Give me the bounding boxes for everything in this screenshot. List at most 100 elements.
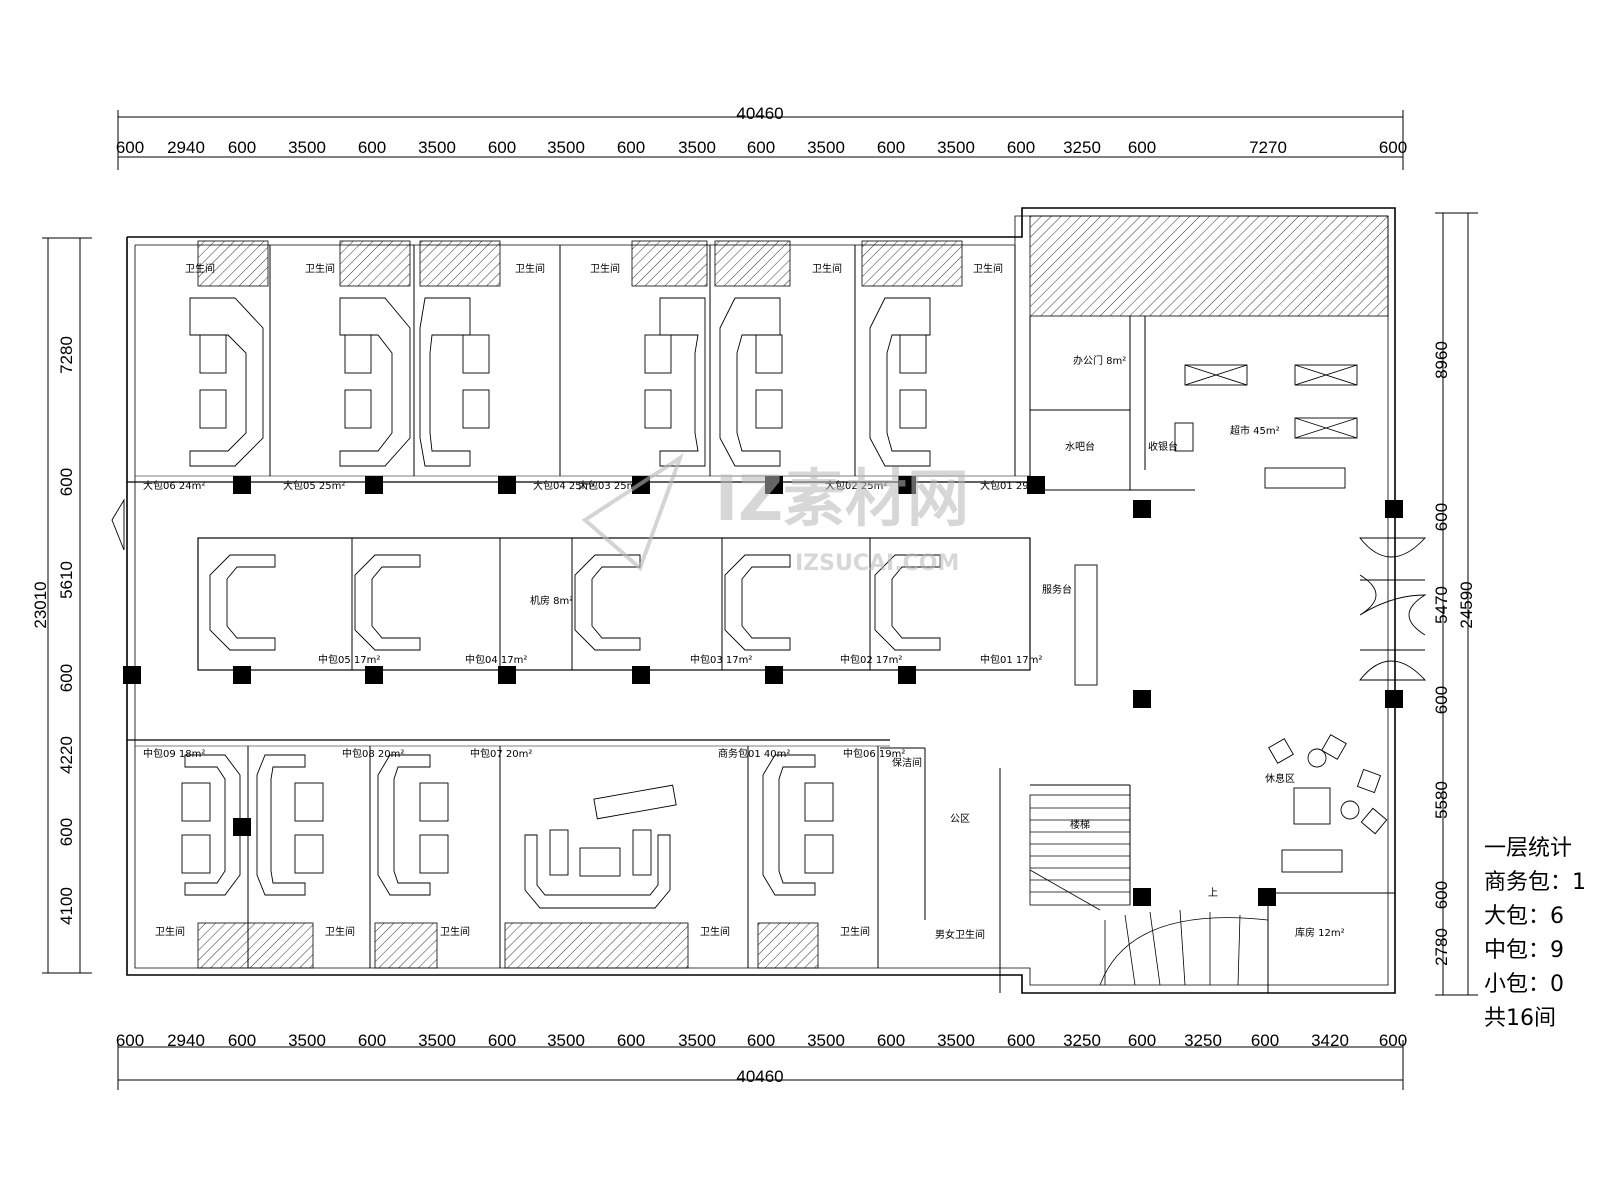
- room-label: 大包02 25m²: [825, 479, 887, 492]
- left-dim: 4100: [57, 887, 76, 925]
- top-dim: 600: [1379, 138, 1407, 157]
- bottom-dim: 3500: [418, 1031, 456, 1050]
- room-label: 大包01 29m²: [980, 479, 1042, 492]
- bottom-dim: 3500: [807, 1031, 845, 1050]
- room-label: 大包05 25m²: [283, 479, 345, 492]
- top-dim: 600: [877, 138, 905, 157]
- watermark-brand: IZ素材网: [715, 462, 969, 535]
- top-dim: 600: [617, 138, 645, 157]
- top-total-dim: 40460: [736, 104, 783, 123]
- storage-label: 库房 12m²: [1295, 926, 1345, 939]
- bottom-dim: 600: [877, 1031, 905, 1050]
- room-label: 中包05 17m²: [318, 653, 380, 666]
- right-dim: 600: [1432, 881, 1451, 909]
- left-dimensions: 23010 7280 600 5610 600 4220 600 4100: [31, 336, 76, 925]
- bottom-dim: 2940: [167, 1031, 205, 1050]
- room-label: 中包09 18m²: [143, 747, 205, 760]
- bottom-dimensions: 40460 600 2940 600 3500 600 3500 600 350…: [116, 1031, 1407, 1086]
- room-partitions: [247, 245, 1395, 993]
- right-dim: 5580: [1432, 781, 1451, 819]
- bottom-dim: 600: [747, 1031, 775, 1050]
- bottom-dim: 600: [488, 1031, 516, 1050]
- top-dim: 3500: [418, 138, 456, 157]
- water-bar-label: 水吧台: [1065, 440, 1095, 453]
- room-label: 中包06 19m²: [843, 747, 905, 760]
- building-walls: [126, 207, 1396, 994]
- cashier-label: 收银台: [1148, 440, 1178, 453]
- wc-label: 卫生间: [812, 262, 842, 275]
- room-label: 商务包01 40m²: [718, 747, 790, 760]
- bottom-dim: 3500: [547, 1031, 585, 1050]
- right-dim: 600: [1432, 686, 1451, 714]
- room-labels: 大包06 24m² 大包05 25m² 大包04 25m² 大包03 25m² …: [143, 262, 1345, 941]
- tables-chairs: [181, 334, 927, 877]
- public-label: 公区: [950, 813, 970, 825]
- top-dim: 7270: [1249, 138, 1287, 157]
- right-dim: 8960: [1432, 341, 1451, 379]
- room-label: 中包03 17m²: [690, 653, 752, 666]
- sofa-furniture: [184, 297, 941, 909]
- stats-business: 商务包：1: [1484, 870, 1586, 895]
- watermark: IZ素材网 IZSUCAI.COM: [581, 453, 969, 576]
- wc-label: 卫生间: [973, 262, 1003, 275]
- bottom-dim: 600: [1379, 1031, 1407, 1050]
- right-dimensions: 24590 8960 600 5470 600 5580 600 2780: [1432, 341, 1476, 966]
- bottom-dim: 3250: [1184, 1031, 1222, 1050]
- bottom-dim: 600: [358, 1031, 386, 1050]
- top-dim: 600: [747, 138, 775, 157]
- left-dim: 4220: [57, 736, 76, 774]
- room-label: 中包04 17m²: [465, 653, 527, 666]
- wc-label: 卫生间: [185, 262, 215, 275]
- right-dim: 2780: [1432, 928, 1451, 966]
- room-label: 中包01 17m²: [980, 653, 1042, 666]
- bottom-dim: 3420: [1311, 1031, 1349, 1050]
- watermark-logo-icon: [581, 453, 684, 572]
- lounge-label: 休息区: [1265, 772, 1295, 785]
- wc-label: 卫生间: [305, 262, 335, 275]
- wc-label: 卫生间: [840, 925, 870, 938]
- right-total-dim: 24590: [1457, 581, 1476, 628]
- shop-furniture: [1074, 364, 1388, 873]
- stats-medium: 中包：9: [1484, 938, 1564, 963]
- up-label: 上: [1208, 887, 1218, 899]
- top-dimensions: 40460 600 2940 600 3500 600 3500 600 350…: [116, 104, 1407, 157]
- top-dim: 600: [116, 138, 144, 157]
- service-label: 服务台: [1042, 583, 1072, 596]
- floor-statistics: 一层统计 商务包：1 大包：6 中包：9 小包：0 共16间: [1484, 832, 1600, 1036]
- stats-large: 大包：6: [1484, 904, 1564, 929]
- bottom-dim: 3500: [288, 1031, 326, 1050]
- room-label: 中包07 20m²: [470, 747, 532, 760]
- bottom-dim: 3500: [937, 1031, 975, 1050]
- top-dim: 600: [488, 138, 516, 157]
- left-dim: 600: [57, 818, 76, 846]
- office-label: 办公门 8m²: [1073, 354, 1126, 367]
- room-label: 大包06 24m²: [143, 479, 205, 492]
- left-dim: 600: [57, 664, 76, 692]
- stats-total: 共16间: [1484, 1006, 1556, 1031]
- top-dim: 3500: [678, 138, 716, 157]
- top-dim: 600: [1128, 138, 1156, 157]
- room-label: 大包04 25m²: [533, 479, 595, 492]
- columns: [123, 476, 1403, 906]
- left-dim: 7280: [57, 336, 76, 374]
- left-dim: 600: [57, 468, 76, 496]
- restroom-label: 男女卫生间: [935, 928, 985, 941]
- stats-small: 小包：0: [1484, 972, 1564, 997]
- top-dim: 600: [228, 138, 256, 157]
- hatched-areas: [197, 215, 1389, 969]
- top-dim: 600: [1007, 138, 1035, 157]
- watermark-domain: IZSUCAI.COM: [795, 551, 959, 576]
- bottom-total-dim: 40460: [736, 1067, 783, 1086]
- bottom-dim: 600: [1128, 1031, 1156, 1050]
- machine-room-label: 机房 8m²: [530, 594, 573, 607]
- bottom-dim: 600: [617, 1031, 645, 1050]
- supermarket-label: 超市 45m²: [1230, 424, 1280, 437]
- top-dim: 2940: [167, 138, 205, 157]
- wc-label: 卫生间: [590, 262, 620, 275]
- top-dim: 3500: [807, 138, 845, 157]
- stairs-label: 楼梯: [1070, 818, 1090, 831]
- top-dim: 600: [358, 138, 386, 157]
- room-label: 中包02 17m²: [840, 653, 902, 666]
- cleaning-label: 保洁间: [892, 756, 922, 769]
- stairs: [1029, 794, 1269, 986]
